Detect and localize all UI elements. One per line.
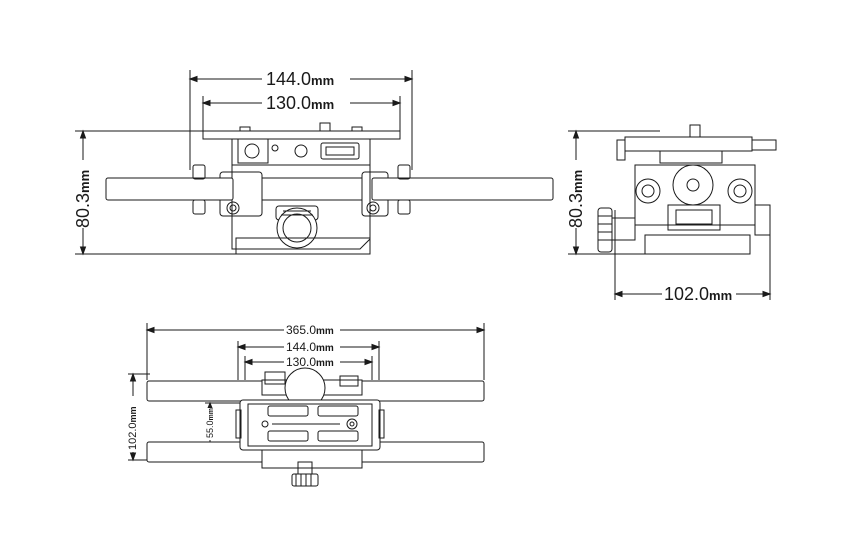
front-top-screw: [319, 122, 331, 132]
side-dim-80-unit: mm: [570, 170, 585, 193]
svg-text:130.0mm: 130.0mm: [286, 355, 334, 369]
top-main-plate: [239, 399, 381, 451]
front-dim-144-unit: mm: [311, 73, 334, 88]
svg-text:80.3mm: 80.3mm: [566, 170, 586, 228]
front-dim-130-unit: mm: [311, 97, 334, 112]
top-slot-2: [317, 405, 359, 417]
top-slot-4: [317, 430, 359, 442]
side-dim-102-unit: mm: [709, 288, 732, 303]
front-dim-80: 80.3mm: [72, 129, 240, 256]
svg-text:144.0mm: 144.0mm: [266, 69, 334, 89]
svg-text:102.0mm: 102.0mm: [127, 406, 139, 450]
side-dim-80-value: 80.3: [566, 193, 586, 228]
side-top-plate: [624, 136, 753, 152]
top-dim-144: 144.0mm: [236, 340, 381, 380]
svg-text:80.3mm: 80.3mm: [73, 170, 93, 228]
top-view: 365.0mm 144.0mm 130.0mm: [124, 323, 486, 487]
svg-text:55.0mm: 55.0mm: [205, 408, 215, 438]
front-dim-130: 130.0mm: [201, 93, 402, 132]
top-dim-130-value: 130.0: [286, 355, 316, 369]
front-dim-144: 144.0mm: [188, 69, 414, 170]
front-view: 144.0mm 130.0mm 80.3mm: [72, 69, 554, 256]
front-screw-right: [366, 201, 380, 215]
top-dim-102-value: 102.0: [127, 422, 139, 450]
front-base: [235, 237, 371, 255]
svg-text:130.0mm: 130.0mm: [266, 93, 334, 113]
front-rod-right: [371, 177, 554, 201]
side-dim-80: 80.3mm: [565, 129, 660, 256]
top-dim-144-unit: mm: [316, 343, 334, 354]
top-dim-130: 130.0mm: [243, 355, 374, 380]
front-dim-144-value: 144.0: [266, 69, 311, 89]
top-dim-102: 102.0mm: [124, 372, 150, 462]
top-dim-55-unit: mm: [208, 408, 215, 420]
front-dim-80-value: 80.3: [73, 193, 93, 228]
svg-text:102.0mm: 102.0mm: [664, 284, 732, 304]
top-dim-365-value: 365.0: [286, 323, 316, 337]
top-slot-3: [267, 430, 309, 442]
top-dim-365-unit: mm: [316, 326, 334, 337]
svg-text:144.0mm: 144.0mm: [286, 340, 334, 354]
front-knob: [275, 205, 319, 249]
side-knob: [597, 207, 613, 253]
front-dim-80-unit: mm: [77, 170, 92, 193]
top-dim-144-value: 144.0: [286, 340, 316, 354]
front-top-plate: [202, 130, 401, 140]
front-body: [231, 138, 371, 250]
top-dim-55-value: 55.0: [205, 420, 215, 438]
top-dim-55: 55.0mm: [203, 401, 240, 449]
side-center-knob: [672, 164, 714, 206]
side-dim-102-value: 102.0: [664, 284, 709, 304]
side-base: [644, 234, 751, 255]
front-rod-left: [105, 177, 234, 201]
top-knob: [291, 473, 319, 487]
front-dim-130-value: 130.0: [266, 93, 311, 113]
svg-text:365.0mm: 365.0mm: [286, 323, 334, 337]
top-dim-130-unit: mm: [316, 358, 334, 369]
top-slot-1: [267, 405, 309, 417]
side-view: 80.3mm 102.0mm: [565, 124, 777, 304]
top-dim-365: 365.0mm: [145, 323, 486, 380]
front-screw-left: [226, 201, 240, 215]
top-dim-102-unit: mm: [128, 406, 138, 422]
